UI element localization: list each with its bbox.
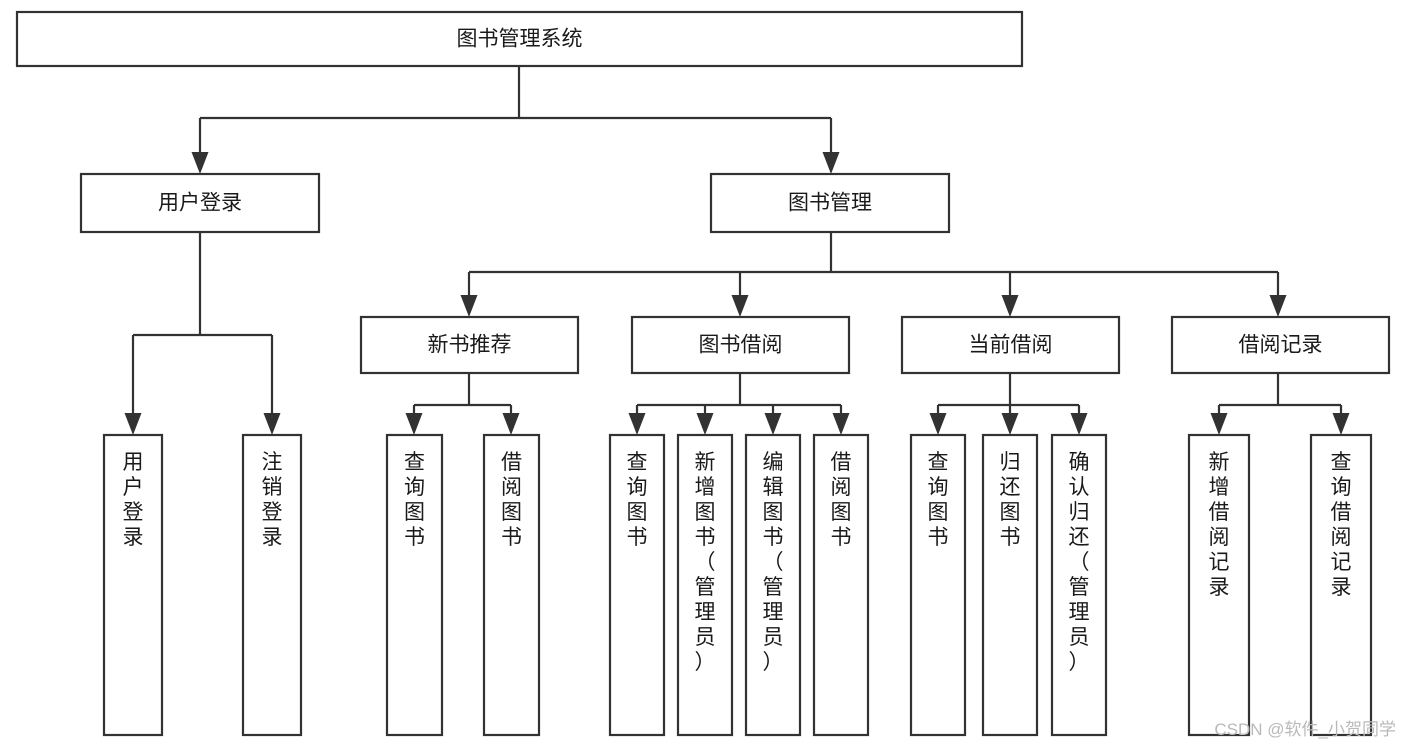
node-leaf-query-books-2[interactable]: 查询图书 [608,433,666,737]
leaf-box-leaf-return-book[interactable] [981,433,1039,737]
leaf-box-leaf-query-books-3[interactable] [909,433,967,737]
node-label-leaf-query-record: 查询借阅记录 [1331,451,1352,599]
node-label-borrow-record: 借阅记录 [1239,334,1323,357]
leaf-box-leaf-user-login[interactable] [102,433,164,737]
node-layer: 图书管理系统用户登录图书管理新书推荐图书借阅当前借阅借阅记录用户登录注销登录查询… [15,10,1391,737]
arrow-head-icon-g2-1 [1001,413,1019,435]
arrow-head-icon-mgmt-2 [1001,295,1019,317]
node-leaf-query-books-1[interactable]: 查询图书 [385,433,444,737]
leaf-box-leaf-borrow-books-1[interactable] [482,433,541,737]
node-label-leaf-logout: 注销登录 [262,451,283,549]
node-label-new-book-recommend: 新书推荐 [428,334,512,357]
arrow-head-icon-g0-0 [405,413,423,435]
node-book-management[interactable]: 图书管理 [709,172,951,234]
node-label-book-management: 图书管理 [788,192,872,215]
arrow-head-icon-login-0 [124,413,142,435]
node-leaf-edit-book[interactable]: 编辑图书（管理员） [744,433,802,737]
node-book-borrow[interactable]: 图书借阅 [630,315,851,375]
level3-box-current-borrow[interactable] [900,315,1121,375]
level2-box-book-management[interactable] [709,172,951,234]
arrow-head-icon-root-0 [191,152,209,174]
node-root[interactable]: 图书管理系统 [15,10,1024,68]
node-leaf-add-record[interactable]: 新增借阅记录 [1187,433,1251,737]
arrow-head-icon-mgmt-1 [731,295,749,317]
level3-box-borrow-record[interactable] [1170,315,1391,375]
arrow-head-icon-mgmt-0 [460,295,478,317]
node-label-leaf-borrow-books-1: 借阅图书 [501,451,522,549]
arrow-head-icon-g1-1 [696,413,714,435]
arrow-head-icon-mgmt-3 [1269,295,1287,317]
node-current-borrow[interactable]: 当前借阅 [900,315,1121,375]
node-label-book-borrow: 图书借阅 [699,334,783,357]
arrow-head-icon-root-1 [822,152,840,174]
node-leaf-query-books-3[interactable]: 查询图书 [909,433,967,737]
node-label-current-borrow: 当前借阅 [969,334,1053,357]
arrow-head-icon-g3-1 [1332,413,1350,435]
node-label-leaf-add-book: 新增图书（管理员） [695,451,716,674]
leaf-box-leaf-borrow-books-2[interactable] [812,433,870,737]
node-leaf-query-record[interactable]: 查询借阅记录 [1309,433,1373,737]
node-new-book-recommend[interactable]: 新书推荐 [359,315,580,375]
node-label-leaf-add-record: 新增借阅记录 [1209,451,1230,599]
node-label-leaf-edit-book: 编辑图书（管理员） [763,451,784,674]
leaf-box-leaf-confirm-return[interactable] [1050,433,1108,737]
leaf-box-leaf-query-books-1[interactable] [385,433,444,737]
leaf-box-leaf-add-record[interactable] [1187,433,1251,737]
level2-box-user-login[interactable] [79,172,321,234]
node-leaf-borrow-books-1[interactable]: 借阅图书 [482,433,541,737]
node-user-login[interactable]: 用户登录 [79,172,321,234]
arrow-head-icon-g1-0 [628,413,646,435]
arrow-head-icon-g1-2 [764,413,782,435]
leaf-box-leaf-edit-book[interactable] [744,433,802,737]
connector-layer [124,66,1350,435]
node-label-leaf-query-books-3: 查询图书 [928,451,949,549]
arrow-head-icon-g2-0 [929,413,947,435]
node-label-user-login: 用户登录 [158,192,242,215]
node-leaf-logout[interactable]: 注销登录 [241,433,303,737]
node-leaf-borrow-books-2[interactable]: 借阅图书 [812,433,870,737]
leaf-box-leaf-logout[interactable] [241,433,303,737]
node-label-root: 图书管理系统 [457,28,583,51]
leaf-box-leaf-query-record[interactable] [1309,433,1373,737]
level3-box-book-borrow[interactable] [630,315,851,375]
node-leaf-add-book[interactable]: 新增图书（管理员） [676,433,734,737]
arrow-head-icon-login-1 [263,413,281,435]
level3-box-new-book-recommend[interactable] [359,315,580,375]
watermark-label: CSDN @软件_小贺同学 [1214,720,1396,739]
node-label-leaf-return-book: 归还图书 [1000,451,1021,549]
node-label-leaf-confirm-return: 确认归还（管理员） [1069,451,1090,674]
arrow-head-icon-g0-1 [502,413,520,435]
node-label-leaf-user-login: 用户登录 [123,451,144,549]
node-leaf-user-login[interactable]: 用户登录 [102,433,164,737]
node-label-leaf-query-books-2: 查询图书 [627,451,648,549]
leaf-box-leaf-query-books-2[interactable] [608,433,666,737]
node-label-leaf-query-books-1: 查询图书 [404,451,425,549]
node-leaf-return-book[interactable]: 归还图书 [981,433,1039,737]
leaf-box-leaf-add-book[interactable] [676,433,734,737]
node-label-leaf-borrow-books-2: 借阅图书 [831,451,852,549]
node-borrow-record[interactable]: 借阅记录 [1170,315,1391,375]
arrow-head-icon-g1-3 [832,413,850,435]
arrow-head-icon-g3-0 [1210,413,1228,435]
node-leaf-confirm-return[interactable]: 确认归还（管理员） [1050,433,1108,737]
root-box-root[interactable] [15,10,1024,68]
arrow-head-icon-g2-2 [1070,413,1088,435]
